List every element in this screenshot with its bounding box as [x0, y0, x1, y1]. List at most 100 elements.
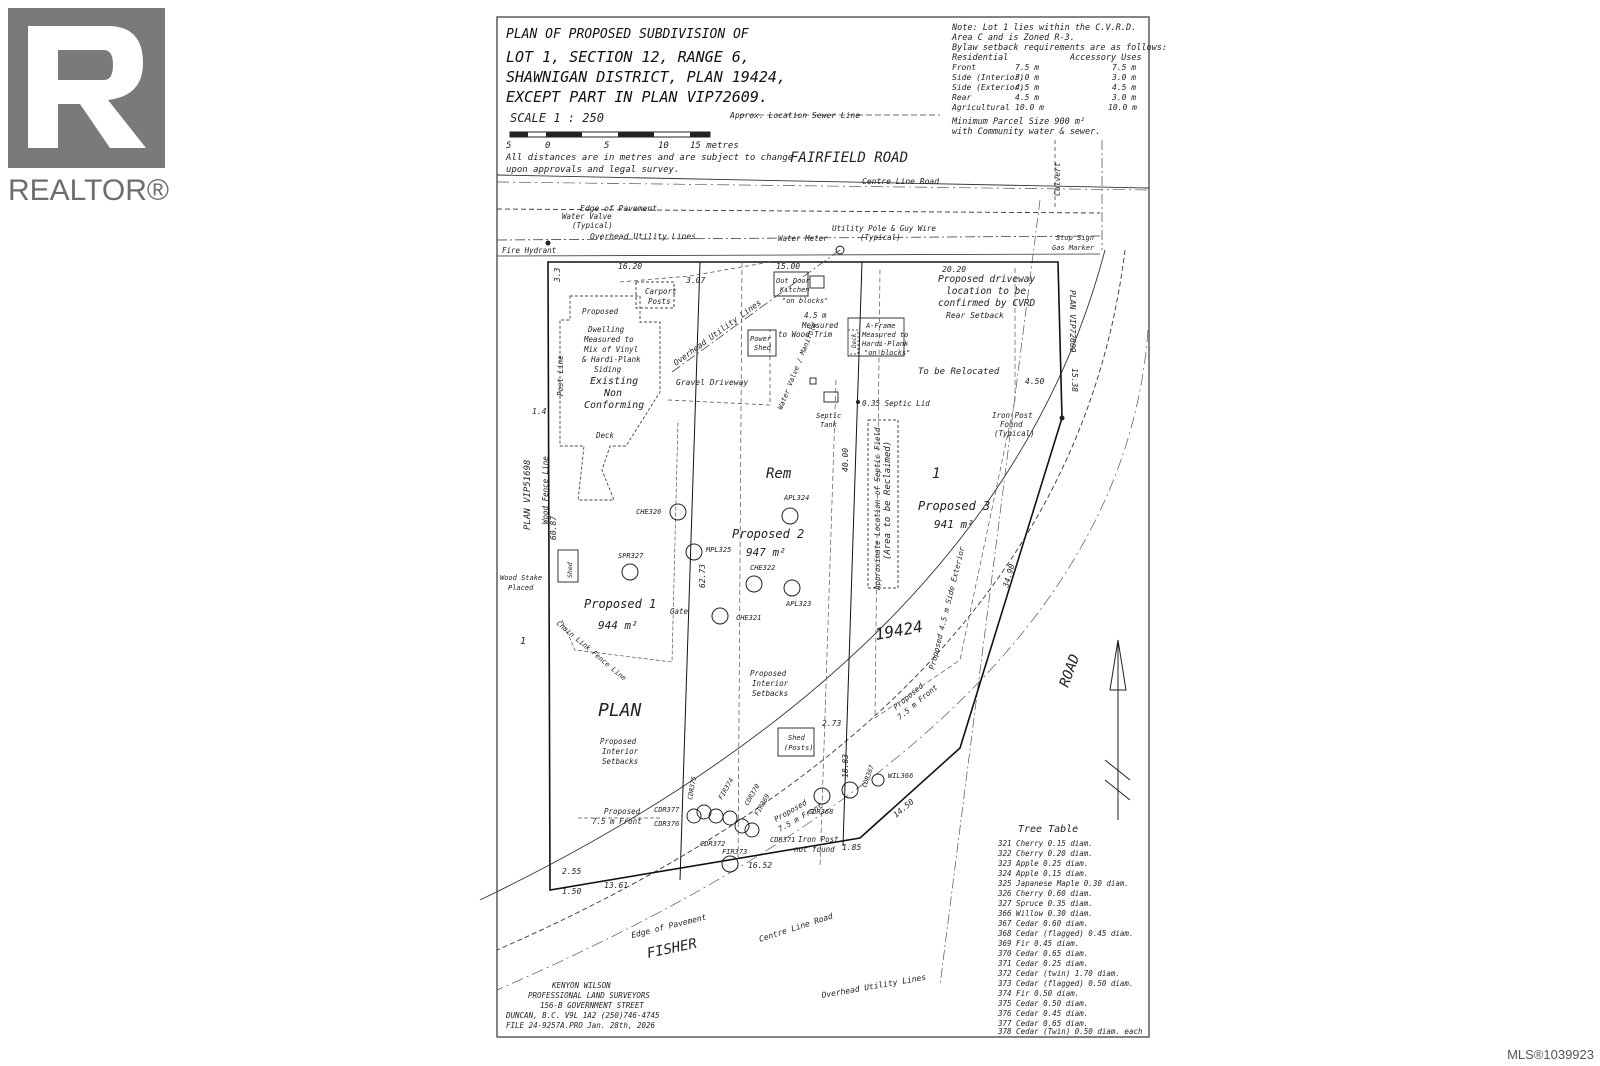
- dim-33: 3.3: [553, 267, 562, 283]
- interior1-c: Setbacks: [602, 757, 638, 766]
- front1-a: Proposed: [604, 807, 641, 816]
- setback-row-label: Agricultural: [951, 103, 1010, 112]
- tree-table-row: 321 Cherry 0.15 diam.: [997, 839, 1093, 848]
- tree-label: MPL325: [705, 546, 731, 554]
- wood-stake-1: Wood Stake: [500, 574, 542, 582]
- driveway-note2: location to be: [946, 286, 1026, 297]
- shed-lot1: [557, 549, 579, 583]
- aframe: [847, 317, 905, 357]
- note-line2: Area C and is Zoned R-3.: [951, 33, 1075, 43]
- tree-label: CDR371: [770, 836, 795, 844]
- power-label2: Shed: [754, 344, 772, 352]
- surveyor-line5: FILE 24-9257A.PRO Jan. 28th, 2026: [506, 1021, 655, 1030]
- dwelling-proposed: Proposed: [582, 307, 619, 316]
- title-line3: SHAWNIGAN DISTRICT, PLAN 19424,: [506, 68, 786, 86]
- area1-label: 944 m²: [598, 619, 638, 632]
- rear-setback-label: Rear Setback: [946, 311, 1004, 320]
- shed-posts-2: (Posts): [784, 744, 814, 752]
- proposed1-label: Proposed 1: [584, 597, 656, 611]
- dim-1361: 13.61: [604, 881, 628, 890]
- dim-307: 3.07: [685, 276, 705, 285]
- aframe-label1: A-Frame: [865, 322, 896, 330]
- lot-boundary: [547, 261, 1063, 891]
- dim-2020: 20.20: [942, 265, 966, 274]
- tree-table-title: Tree Table: [1018, 824, 1078, 835]
- reclaimed-label: (Area to be Reclaimed): [883, 441, 893, 560]
- tree-icon: [744, 822, 760, 838]
- septic-field: [867, 419, 899, 589]
- overhead-top-label: Overhead Utility Lines: [590, 232, 696, 241]
- scale-tick-0: 5: [506, 141, 511, 151]
- surveyor-line4: DUNCAN, B.C. V9L 1A2 (250)746-4745: [505, 1011, 660, 1020]
- tree-table-row: 367 Cedar 0.60 diam.: [997, 919, 1088, 928]
- front1-b: 7.5 m Front: [592, 817, 642, 826]
- setback-row-acc: 7.5 m: [1112, 63, 1136, 72]
- note-min-parcel2: with Community water & sewer.: [952, 127, 1100, 137]
- non-label: Non: [603, 388, 622, 399]
- deck-label: Deck: [595, 431, 615, 440]
- surveyor-line1: KENYON WILSON: [551, 981, 611, 990]
- setback-row-acc: 3.0 m: [1111, 73, 1136, 82]
- dim-1538: 15.38: [1070, 368, 1079, 392]
- tree-markers: [621, 503, 885, 873]
- title-line4: EXCEPT PART IN PLAN VIP72609.: [506, 88, 768, 106]
- note-col-res: Residential: [952, 53, 1008, 63]
- water-meter-label: Water Meter: [778, 234, 828, 243]
- power-shed: [747, 329, 777, 357]
- mls-number: MLS®1039923: [1507, 1047, 1594, 1062]
- tree-label: SPR327: [618, 552, 644, 560]
- conforming-label: Conforming: [584, 400, 644, 411]
- shed-posts: [777, 727, 815, 757]
- dwelling-mix: Mix of Vinyl: [583, 345, 638, 354]
- utility-pole-label: Utility Pole & Guy Wire: [832, 224, 936, 233]
- plan-border: [496, 16, 1150, 1038]
- tree-label: CHE321: [736, 614, 761, 622]
- tree-table: 321 Cherry 0.15 diam. 322 Cherry 0.20 di…: [997, 839, 1143, 1036]
- area2-label: 947 m²: [746, 546, 786, 559]
- tree-icon: [841, 781, 859, 799]
- dim-3490: 34.90: [1001, 563, 1017, 590]
- plan-right-label: PLAN VIP72609: [1068, 290, 1077, 353]
- tree-table-row: 376 Cedar 0.45 diam.: [997, 1009, 1088, 1018]
- existing-dwelling: [559, 295, 661, 501]
- tree-icon: [621, 563, 639, 581]
- water-valve-label: Water Valve: [562, 212, 612, 221]
- aframe-deck: Deck: [851, 333, 858, 349]
- scale-tick-1: 0: [545, 141, 550, 151]
- wood-stake-2: Placed: [508, 584, 534, 592]
- tree-table-row: 368 Cedar (flagged) 0.45 diam.: [997, 929, 1133, 938]
- relocated-label: To be Relocated: [918, 367, 1000, 377]
- tree-label: CHE322: [750, 564, 775, 572]
- tree-label: CDR377: [654, 806, 680, 814]
- tree-label: CHE326: [636, 508, 661, 516]
- iron-post-found3: (Typical): [994, 429, 1035, 438]
- tree-icon: [685, 543, 703, 561]
- scale-note2: upon approvals and legal survey.: [506, 165, 679, 175]
- tree-table-row: 375 Cedar 0.50 diam.: [997, 999, 1088, 1008]
- dim-1620: 16.20: [618, 262, 642, 271]
- edge-pavement-bottom-label: Edge of Pavement: [630, 913, 707, 940]
- shed-label: Shed: [566, 562, 574, 578]
- tree-label: APL323: [785, 600, 811, 608]
- shed-posts-1: Shed: [788, 734, 806, 742]
- outdoor-label3: "on blocks": [782, 297, 828, 305]
- outdoor-kitchen: [773, 271, 809, 297]
- tree-table-row: 324 Apple 0.15 diam.: [997, 869, 1088, 878]
- utility-pole-icon: [835, 245, 845, 255]
- surveyor-line2: PROFESSIONAL LAND SURVEYORS: [528, 991, 650, 1000]
- tree-icon: [669, 503, 687, 521]
- overhead-bottom-label: Overhead Utility Lines: [821, 973, 927, 1000]
- gravel-driveway-label: Gravel Driveway: [676, 378, 748, 387]
- dim-4000: 40.00: [841, 448, 850, 472]
- overhead-utility-label: Overhead Utility Lines: [672, 298, 763, 368]
- post-line-label: Post Line: [556, 355, 565, 396]
- dim-150: 1.50: [562, 887, 581, 896]
- setback-row-res: 10.0 m: [1015, 103, 1044, 112]
- scale-label: SCALE 1 : 250: [510, 111, 604, 125]
- setback-row-acc: 3.0 m: [1111, 93, 1136, 102]
- tree-table-row: 325 Japanese Maple 0.30 diam.: [997, 879, 1129, 888]
- dim-1450: 14.50: [892, 797, 916, 819]
- road-label: ROAD: [1057, 652, 1084, 689]
- power-label1: Power: [750, 335, 772, 343]
- tree-icon: [871, 773, 885, 787]
